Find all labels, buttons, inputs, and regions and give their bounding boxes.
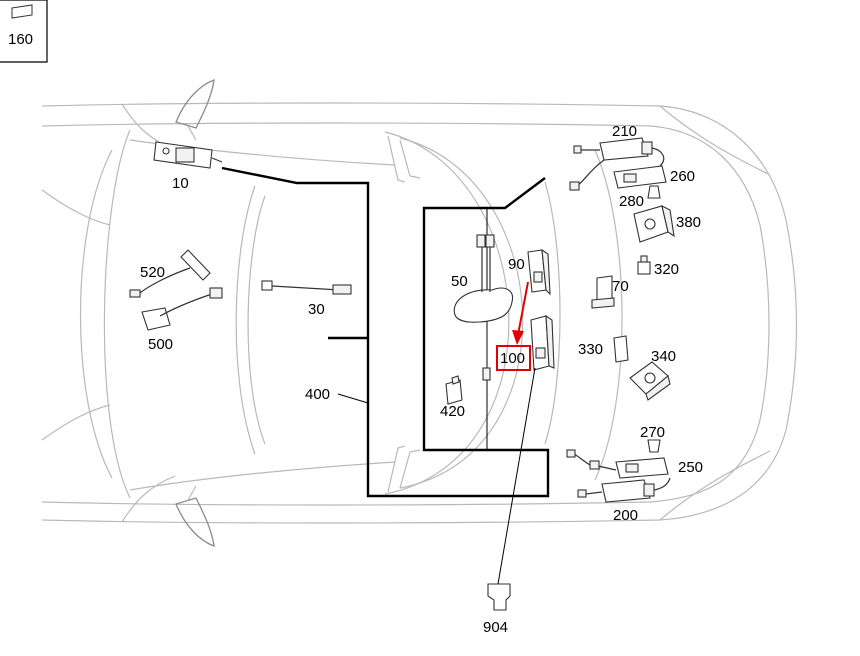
callout-320[interactable]: 320	[654, 261, 679, 278]
callout-270[interactable]: 270	[640, 424, 665, 441]
part-320-connector[interactable]	[637, 255, 651, 275]
part-10-module[interactable]	[153, 141, 223, 169]
part-200-antenna-amplifier[interactable]	[577, 477, 671, 503]
callout-904[interactable]: 904	[483, 619, 508, 636]
callout-labels: 10 30 50 70 90 100 200 210 250 260 270 2…	[140, 123, 703, 636]
part-420-clip[interactable]	[445, 375, 463, 405]
callout-380[interactable]: 380	[676, 214, 701, 231]
callout-70[interactable]: 70	[612, 278, 629, 295]
part-500-antenna[interactable]	[141, 287, 223, 331]
part-box-icon	[11, 4, 33, 19]
part-70-sensor[interactable]	[591, 275, 615, 309]
part-50-seat-sensor[interactable]	[453, 234, 514, 381]
callout-330[interactable]: 330	[578, 341, 603, 358]
callout-90[interactable]: 90	[508, 256, 525, 273]
part-904-connector[interactable]	[487, 367, 536, 611]
part-210-antenna-amplifier[interactable]	[569, 137, 665, 191]
callout-250[interactable]: 250	[678, 459, 703, 476]
callout-200[interactable]: 200	[613, 507, 638, 524]
highlight-arrow	[512, 281, 529, 345]
callout-100[interactable]: 100	[500, 350, 525, 367]
part-380-module[interactable]	[633, 204, 675, 243]
part-330-module[interactable]	[613, 335, 629, 363]
callout-50[interactable]: 50	[451, 273, 468, 290]
part-90-module[interactable]	[527, 248, 551, 296]
part-250-module[interactable]	[566, 449, 669, 479]
part-340-control-unit[interactable]	[629, 361, 671, 401]
part-280-pin[interactable]	[647, 185, 661, 199]
callout-30[interactable]: 30	[308, 301, 325, 318]
callout-400[interactable]: 400	[305, 386, 330, 403]
part-30-sensor[interactable]	[261, 280, 352, 295]
callout-280[interactable]: 280	[619, 193, 644, 210]
corner-callout-label: 160	[8, 31, 33, 48]
callout-420[interactable]: 420	[440, 403, 465, 420]
callout-210[interactable]: 210	[612, 123, 637, 140]
part-520-antenna[interactable]	[129, 249, 211, 298]
part-270-pin[interactable]	[647, 439, 661, 453]
part-100-module[interactable]	[530, 314, 555, 371]
wiring-harness-400	[221, 166, 550, 498]
callout-340[interactable]: 340	[651, 348, 676, 365]
corner-callout-box[interactable]: 160	[0, 0, 48, 63]
callout-520[interactable]: 520	[140, 264, 165, 281]
callout-10[interactable]: 10	[172, 175, 189, 192]
callout-260[interactable]: 260	[670, 168, 695, 185]
part-260-module[interactable]	[613, 165, 667, 189]
callout-500[interactable]: 500	[148, 336, 173, 353]
highlight-box-100	[496, 345, 531, 371]
